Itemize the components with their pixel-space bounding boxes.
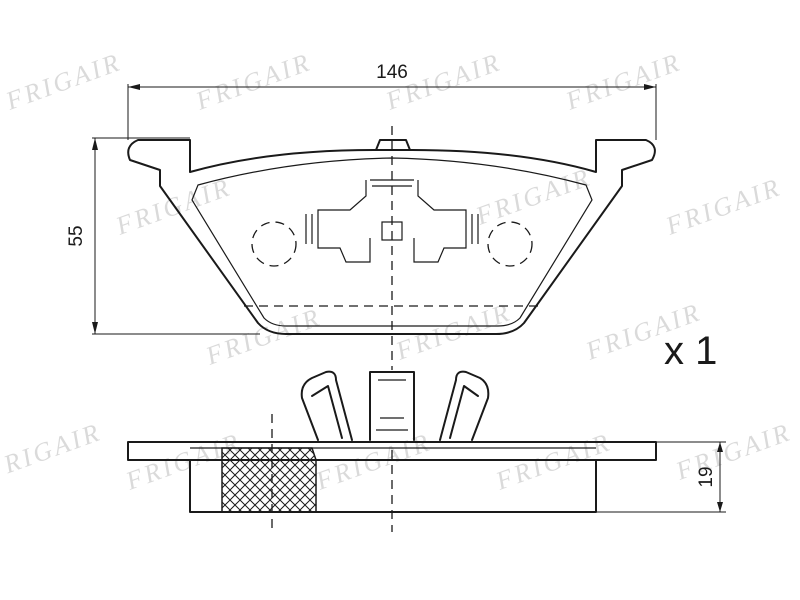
thickness-dimension-label: 19 bbox=[696, 466, 717, 487]
brake-pad-front-view bbox=[127, 126, 656, 370]
quantity-label: x 1 bbox=[664, 329, 717, 373]
thickness-dimension: 19 bbox=[596, 441, 726, 513]
watermark-text: FRIGAIR bbox=[1, 47, 125, 116]
watermark-text: FRIGAIR bbox=[191, 47, 315, 116]
watermark-text: FRIGAIR bbox=[391, 297, 515, 366]
watermark-text: FRIGAIR bbox=[111, 172, 235, 241]
watermark-text: FRIGAIR bbox=[661, 172, 785, 241]
spring-clip bbox=[300, 370, 490, 441]
watermark-layer: FRIGAIR FRIGAIR FRIGAIR FRIGAIR FRIGAIR … bbox=[0, 47, 795, 496]
height-dimension-label: 55 bbox=[66, 225, 87, 246]
height-dimension: 55 bbox=[66, 137, 260, 335]
brake-pad-side-view bbox=[127, 414, 657, 532]
watermark-text: FRIGAIR bbox=[311, 427, 435, 496]
watermark-text: FRIGAIR bbox=[201, 302, 325, 371]
width-dimension: 146 bbox=[127, 62, 657, 140]
watermark-text: FRIGAIR bbox=[0, 417, 105, 486]
watermark-text: FRIGAIR bbox=[561, 47, 685, 116]
watermark-text: FRIGAIR bbox=[671, 417, 795, 486]
width-dimension-label: 146 bbox=[376, 62, 408, 83]
